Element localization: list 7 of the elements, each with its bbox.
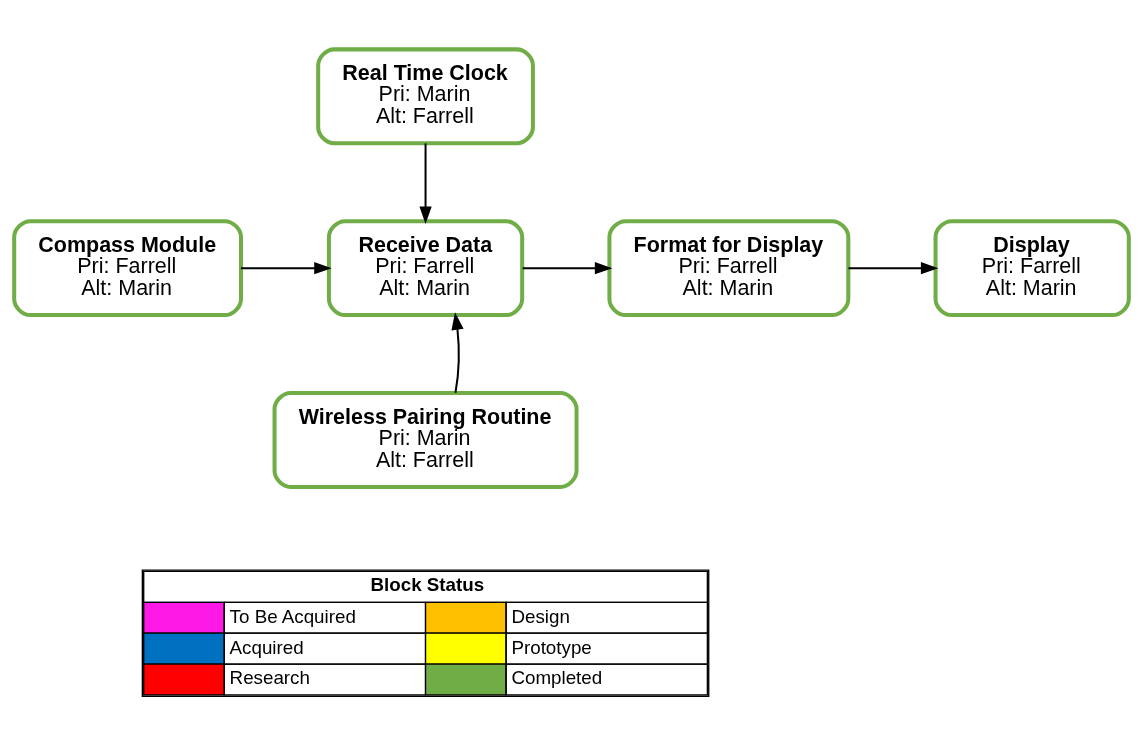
- legend-label: Prototype: [511, 636, 592, 658]
- legend-label: Completed: [511, 666, 603, 688]
- legend-label: Design: [511, 605, 570, 627]
- legend-label: Acquired: [229, 636, 304, 658]
- legend-label: To Be Acquired: [229, 605, 356, 627]
- label: Block Status: [370, 573, 485, 595]
- legend-label: Research: [229, 666, 310, 688]
